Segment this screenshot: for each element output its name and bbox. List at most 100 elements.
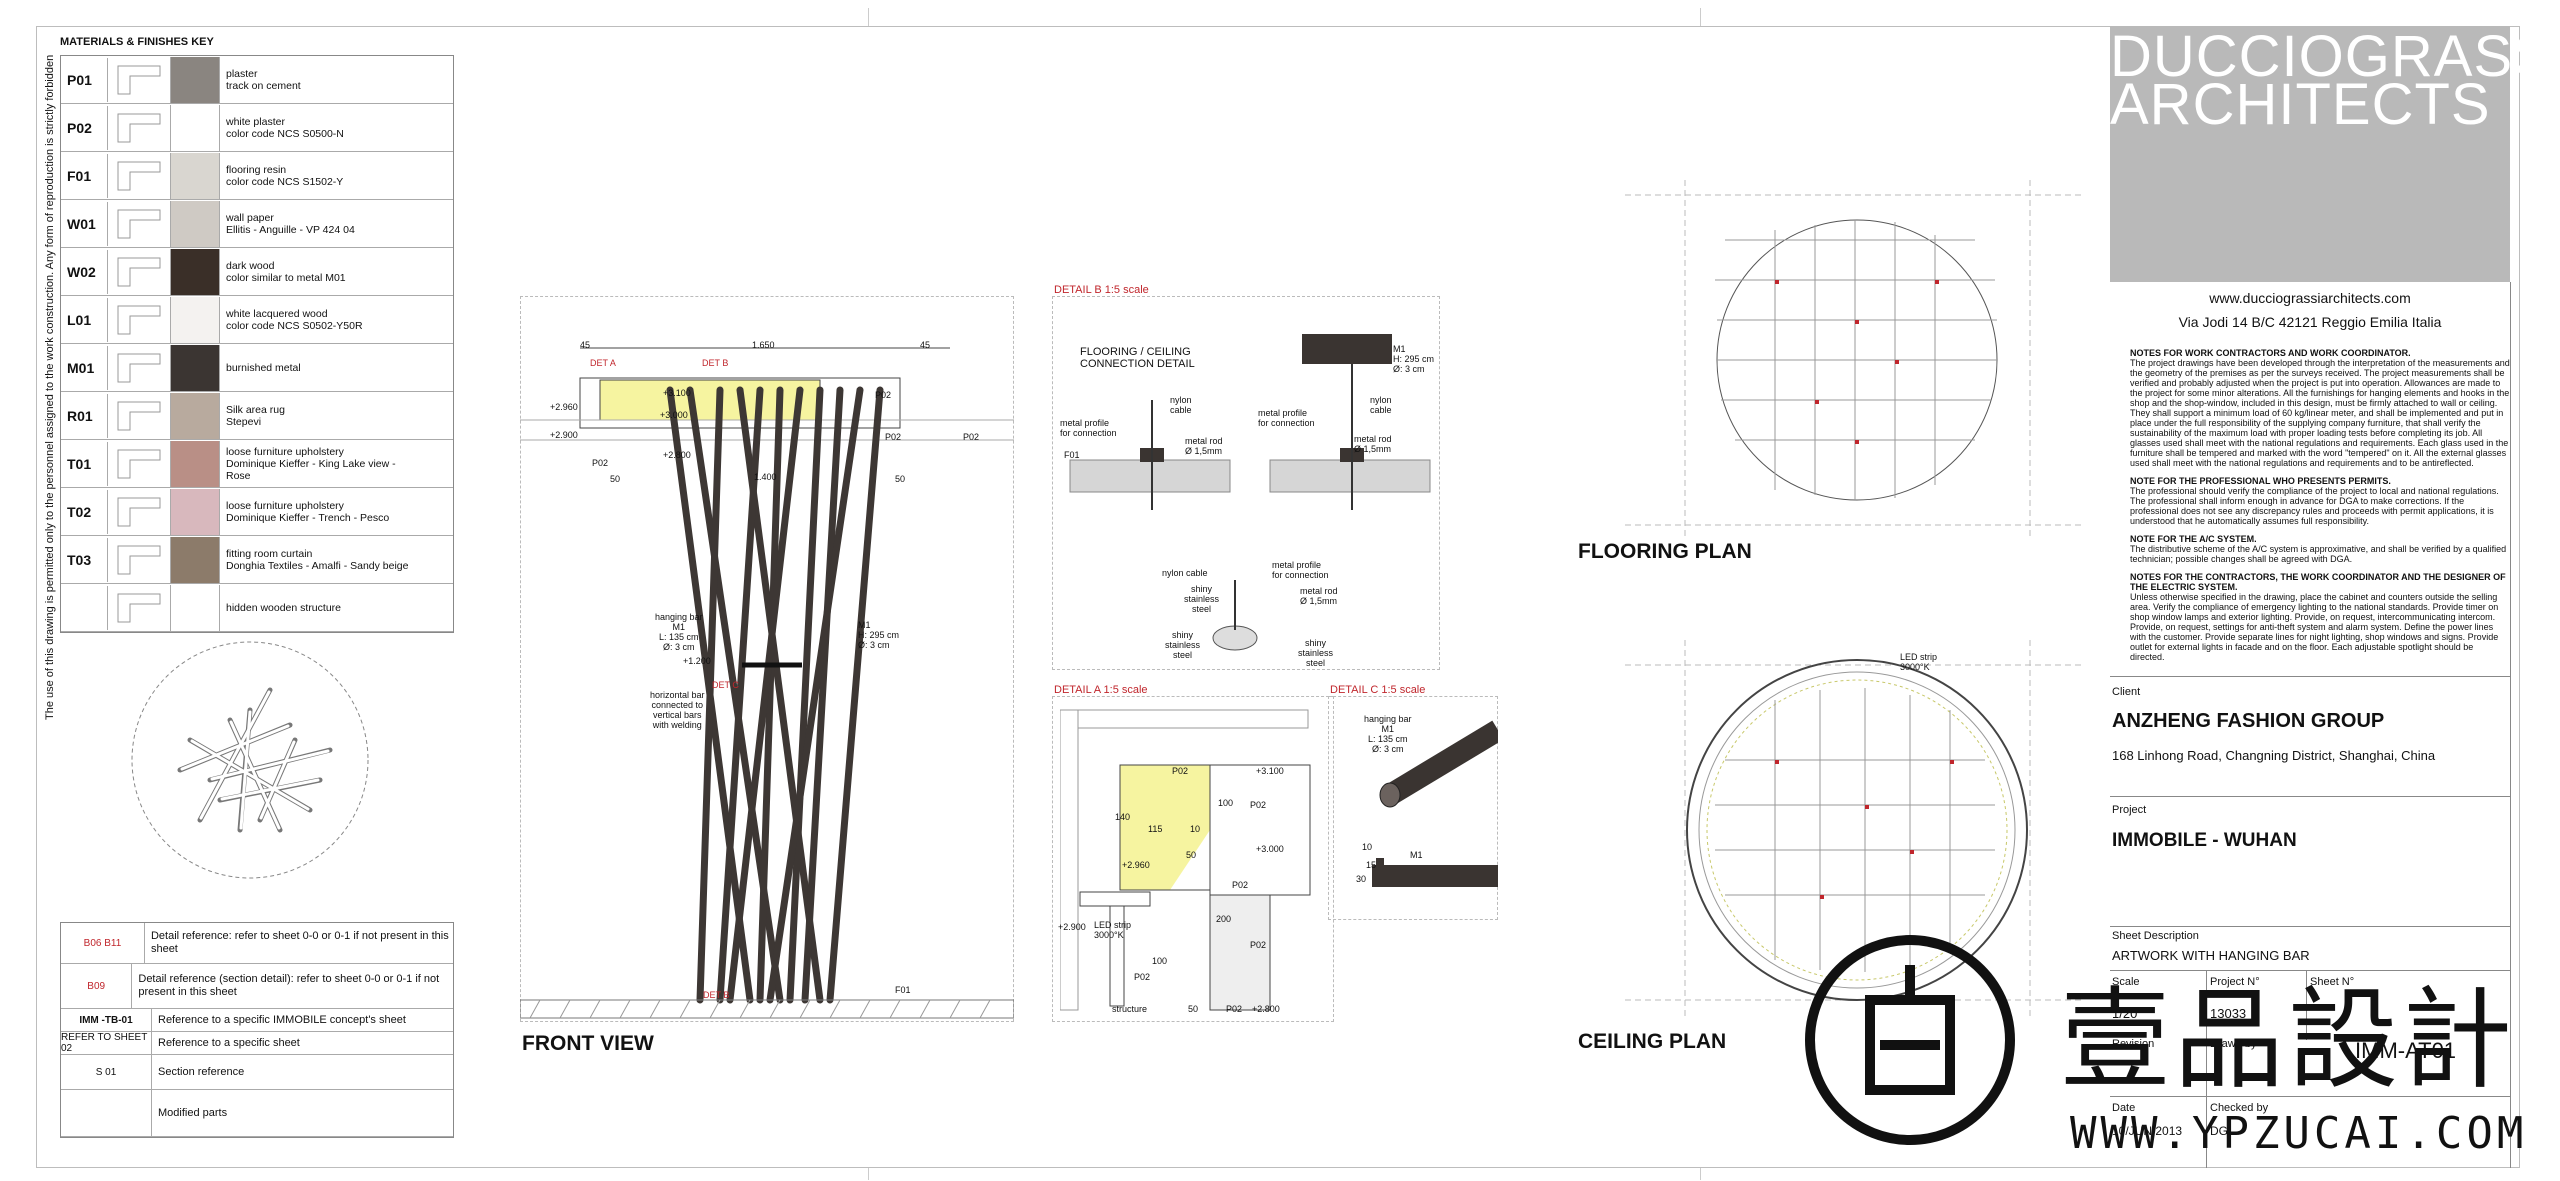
detail-b-rod2: metal rod Ø 1,5mm: [1354, 434, 1392, 454]
architect-website[interactable]: www.ducciograssiarchitects.com: [2209, 290, 2411, 306]
detail-b-shiny1: shiny stainless steel: [1184, 584, 1220, 614]
revision-label: Revision: [2112, 1038, 2155, 1050]
detail-c-title: DETAIL C 1:5 scale: [1330, 684, 1426, 696]
note-text: The project drawings have been developed…: [2130, 358, 2510, 468]
legend-symbol: IMM -TB-01: [61, 1009, 152, 1031]
sheet-no-label: Sheet N°: [2310, 976, 2355, 988]
material-code: P01: [67, 71, 92, 88]
detail-a-p02a: P02: [1172, 766, 1189, 776]
front-dim-top: 1.650: [752, 340, 775, 350]
front-m1-note: M1 H: 295 cm Ø: 3 cm: [858, 620, 900, 650]
logo-line-2: ARCHITECTS: [2110, 72, 2491, 137]
front-level-2960: +2.960: [550, 402, 578, 412]
detail-b-profile3: metal profile for connection: [1272, 560, 1329, 580]
material-swatch: [170, 248, 220, 295]
detail-b-nylon1: nylon cable: [1170, 395, 1192, 415]
detail-c-drawing: [1372, 720, 1498, 887]
flooring-plan-title: FLOORING PLAN: [1578, 540, 1752, 563]
material-description: loose furniture upholstery Dominique Kie…: [226, 445, 396, 482]
work-notes: NOTES FOR WORK CONTRACTORS AND WORK COOR…: [2130, 348, 2510, 670]
front-det-a: DET A: [590, 358, 616, 368]
front-dim-mid: 1.400: [754, 472, 777, 482]
material-symbol: [107, 57, 170, 102]
materials-title: MATERIALS & FINISHES KEY: [60, 36, 214, 48]
front-dim-45a: 45: [580, 340, 591, 350]
tb-col-line: [2206, 970, 2207, 1168]
frame-tick: [868, 8, 869, 26]
detail-b-shiny3: shiny stainless steel: [1298, 638, 1334, 668]
material-description: dark wood color similar to metal M01: [226, 259, 346, 284]
material-symbol: [107, 153, 170, 198]
reproduction-note: The use of this drawing is permitted onl…: [44, 54, 56, 720]
detail-a-d140: 140: [1115, 812, 1131, 822]
scale-value: 1/20: [2112, 1006, 2138, 1021]
detail-a-p02b: P02: [1250, 800, 1267, 810]
material-row: hidden wooden structure: [61, 584, 453, 632]
separator: [2110, 676, 2510, 677]
drawn-label: Drawn by: [2210, 1038, 2257, 1050]
separator: [2110, 926, 2510, 927]
detail-a-lv3000: +3.000: [1256, 844, 1284, 854]
material-swatch: [170, 296, 220, 343]
detail-c-d10: 10: [1362, 842, 1373, 852]
front-dim-45b: 45: [920, 340, 931, 350]
material-description: loose furniture upholstery Dominique Kie…: [226, 499, 390, 524]
detail-a-lv3100: +3.100: [1256, 766, 1284, 776]
detail-b-nylon2: nylon cable: [1370, 395, 1392, 415]
legend-description: Section reference: [158, 1065, 245, 1078]
material-symbol: [107, 249, 170, 294]
checked-value: DG: [2210, 1124, 2228, 1138]
detail-c-panel: [1328, 696, 1498, 920]
ceiling-led-note: LED strip 3000°K: [1900, 652, 1938, 672]
detail-b-m1: M1 H: 295 cm Ø: 3 cm: [1393, 344, 1435, 374]
detail-a-p02f: P02: [1226, 1004, 1243, 1014]
material-code: T03: [67, 551, 92, 568]
date-value: 10/JUN/2013: [2112, 1124, 2183, 1138]
material-symbol: [107, 345, 170, 390]
front-view-panel: [520, 296, 1014, 1022]
checked-label: Checked by: [2210, 1102, 2269, 1114]
detail-b-panel: [1052, 296, 1440, 670]
detail-a-d100: 100: [1218, 798, 1234, 808]
material-code: P02: [67, 119, 92, 136]
architect-logo: DUCCIOGRASSI ARCHITECTS: [2110, 26, 2560, 282]
material-code: T02: [67, 503, 92, 520]
note-text: Unless otherwise specified in the drawin…: [2130, 592, 2499, 662]
tb-right-line: [2510, 282, 2511, 1168]
material-swatch: [170, 584, 220, 631]
legend-symbol: REFER TO SHEET 02: [61, 1032, 152, 1054]
material-symbol: [107, 537, 170, 582]
legend-row: IMM -TB-01 Reference to a specific IMMOBI…: [61, 1009, 453, 1032]
sheet-no-value: IMM-AT01: [2355, 1038, 2457, 1063]
material-code: F01: [67, 167, 92, 184]
legend-symbol: S 01: [61, 1055, 152, 1089]
front-p02b: P02: [885, 432, 902, 442]
material-swatch: [170, 200, 220, 247]
tb-col-line: [2306, 970, 2307, 1040]
material-code: M01: [67, 359, 95, 376]
note-text: The distributive scheme of the A/C syste…: [2130, 544, 2507, 564]
frame-tick: [1700, 8, 1701, 26]
material-swatch: [170, 440, 220, 487]
project-no-value: 13033: [2210, 1006, 2247, 1021]
detail-b-shiny2: shiny stainless steel: [1165, 630, 1201, 660]
detail-a-lv2800: +2.800: [1252, 1004, 1280, 1014]
detail-a-d10: 10: [1190, 824, 1201, 834]
detail-a-p02c: P02: [1232, 880, 1249, 890]
separator: [2110, 1096, 2510, 1097]
detail-a-drawing: [1060, 709, 1311, 1011]
detail-a-d200: 200: [1216, 914, 1232, 924]
material-code: W01: [67, 215, 96, 232]
material-symbol: [107, 489, 170, 534]
front-p02a: P02: [875, 390, 892, 400]
date-label: Date: [2112, 1102, 2136, 1114]
legend-description: Reference to a specific IMMOBILE concept…: [158, 1013, 406, 1026]
ceiling-plan-drawing: [1625, 640, 2085, 1020]
legend-description: Modified parts: [158, 1106, 228, 1119]
flooring-plan-drawing: [1625, 180, 2085, 540]
front-level-3100: +3.100: [663, 388, 691, 398]
ceiling-plan-title: CEILING PLAN: [1578, 1030, 1727, 1053]
detail-b-rod3: metal rod Ø 1,5mm: [1300, 586, 1338, 606]
